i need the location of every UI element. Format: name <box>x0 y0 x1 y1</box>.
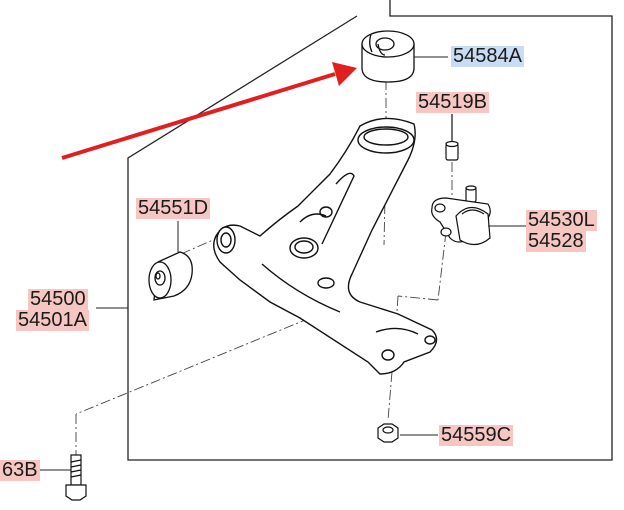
label-bushing-upper[interactable]: 54584A <box>451 45 524 67</box>
label-arm-2[interactable]: 54501A <box>16 309 89 331</box>
label-nut[interactable]: 54559C <box>439 424 514 446</box>
ball-joint-part[interactable] <box>431 185 491 246</box>
assembly-frame <box>127 0 613 461</box>
label-bushing-front[interactable]: 54551D <box>136 197 211 219</box>
arrow-icon <box>61 62 357 160</box>
long-bolt-part[interactable] <box>65 454 87 501</box>
front-bushing-part[interactable] <box>148 251 193 301</box>
control-arm-part[interactable] <box>213 117 438 375</box>
label-arm-1[interactable]: 54500 <box>28 288 88 310</box>
label-ball-joint-1[interactable]: 54530L <box>526 209 597 231</box>
label-ball-joint-2[interactable]: 54528 <box>526 230 586 252</box>
upper-bushing-part[interactable] <box>361 30 415 83</box>
label-bolt-top[interactable]: 54519B <box>416 91 489 113</box>
nut-part[interactable] <box>377 423 399 443</box>
label-long-bolt[interactable]: 63B <box>0 459 40 481</box>
small-bolt-part[interactable] <box>445 114 459 161</box>
